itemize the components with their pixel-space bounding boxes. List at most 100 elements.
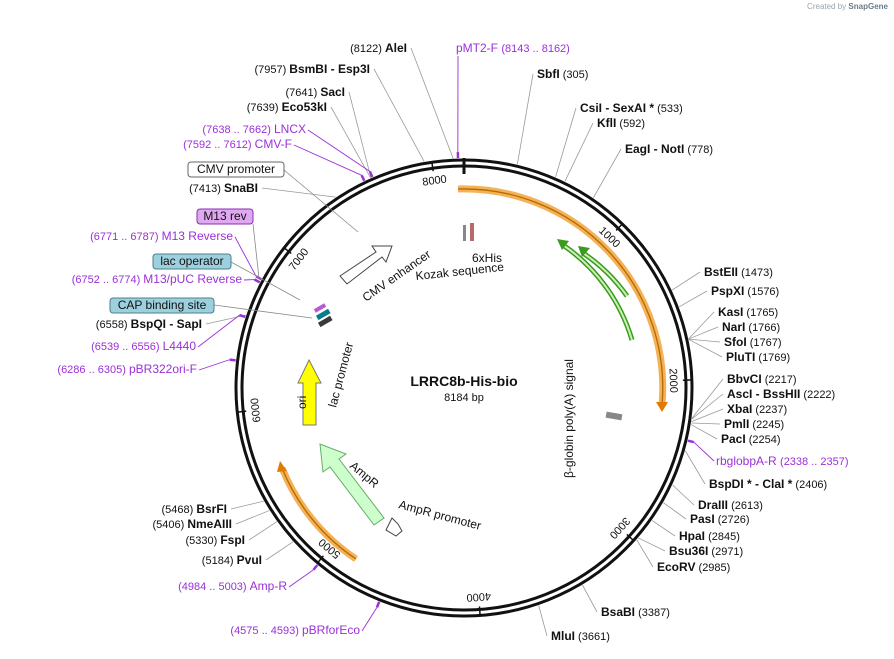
scale-tick-6000 <box>236 410 247 413</box>
enzyme-leader-line <box>265 541 294 561</box>
ampr-arrow <box>319 443 385 526</box>
enzyme-leader-line <box>684 450 706 485</box>
primer-leader-line <box>288 569 314 588</box>
primer-label: (7638 .. 7662) LNCX <box>202 122 306 136</box>
primer-range: (6752 .. 6774) <box>72 274 144 286</box>
enzyme-position: (305) <box>560 69 589 81</box>
enzyme-label: PluTI (1769) <box>726 350 790 364</box>
enzyme-leader-line <box>235 510 270 525</box>
feature-label-ampr-promoter: AmpR promoter <box>397 497 482 532</box>
enzyme-position: (5468) <box>161 504 196 516</box>
enzyme-label: SbfI (305) <box>537 67 588 81</box>
enzyme-position: (533) <box>654 103 683 115</box>
enzyme-leader-line <box>593 148 622 199</box>
scale-tick-8000 <box>431 161 434 172</box>
primer-leader-line <box>293 144 362 176</box>
box-leader-line <box>213 304 313 319</box>
enzyme-position: (6558) <box>96 319 131 331</box>
enzyme-name: NarI <box>722 320 745 334</box>
enzyme-label: PspXI (1576) <box>711 284 779 298</box>
enzyme-name: CsiI - SexAI * <box>580 101 654 115</box>
enzyme-label: PasI (2726) <box>690 512 750 526</box>
primer-site-mark <box>312 564 319 571</box>
snapgene-logo: SnapGene <box>848 2 888 11</box>
his-tag-marker <box>470 223 474 241</box>
enzyme-leader-line <box>672 484 695 506</box>
enzyme-position: (1766) <box>745 322 780 334</box>
box-m13-rev <box>196 208 254 225</box>
box-lac-operator <box>152 253 232 270</box>
cds-arrowhead <box>656 402 668 412</box>
scale-label-8000: 8000 <box>422 173 448 188</box>
primer-site-mark <box>360 174 366 182</box>
scale-tick-5000 <box>316 555 324 565</box>
feature-label-lac-promoter: lac promoter <box>325 341 356 409</box>
scale-tick-7000 <box>282 246 292 255</box>
enzyme-leader-line <box>651 520 676 537</box>
enzyme-label: (8122) AleI <box>350 41 407 55</box>
enzyme-position: (1576) <box>744 286 779 298</box>
primer-range: (2338 .. 2357) <box>780 456 849 468</box>
enzyme-name: XbaI <box>727 402 752 416</box>
enzyme-leader-line <box>348 91 372 178</box>
enzyme-position: (7957) <box>254 64 289 76</box>
enzyme-leader-line <box>261 187 336 198</box>
primer-range: (6539 .. 6556) <box>91 341 163 353</box>
enzyme-leader-line <box>410 47 454 159</box>
enzyme-name: PasI <box>690 512 715 526</box>
primer-leader-line <box>234 236 257 277</box>
primer-label: pMT2-F (8143 .. 8162) <box>456 41 570 55</box>
enzyme-name: PluTI <box>726 350 755 364</box>
leader-lines <box>197 47 724 637</box>
enzyme-position: (2245) <box>749 419 784 431</box>
enzyme-name: PspXI <box>711 284 744 298</box>
enzyme-name: SacI <box>320 85 345 99</box>
box-cap-binding-label: CAP binding site <box>118 298 207 312</box>
enzyme-leader-line <box>678 290 708 308</box>
enzyme-name: BsaBI <box>601 605 635 619</box>
feature-label-ori: ori <box>295 396 309 409</box>
enzyme-label: (7639) Eco53kI <box>247 100 327 114</box>
feature-label-6xhis: 6xHis <box>472 251 502 265</box>
enzyme-name: BstEII <box>704 265 738 279</box>
primer-name: pBR322ori-F <box>129 362 197 376</box>
box-leader-line <box>230 261 301 301</box>
primer-site-mark <box>375 601 381 608</box>
enzyme-leader-line <box>688 311 715 340</box>
box-m13-rev-label: M13 rev <box>203 209 246 223</box>
enzyme-name: BsmBI - Esp3I <box>289 62 370 76</box>
enzyme-name: PvuI <box>237 553 262 567</box>
primer-site-mark <box>239 313 246 319</box>
enzyme-position: (592) <box>616 118 645 130</box>
primer-name: pMT2-F <box>456 41 501 55</box>
green-arc-2-core <box>562 244 633 341</box>
enzyme-leader-line <box>230 500 264 510</box>
created-by-credit: Created by SnapGene <box>807 2 888 11</box>
enzyme-label: (7641) SacI <box>285 85 345 99</box>
box-leader-line <box>252 223 260 279</box>
enzyme-label: (5468) BsrFI <box>161 502 227 516</box>
primer-range: (6286 .. 6305) <box>57 364 129 376</box>
primer-range: (7592 .. 7612) <box>183 139 255 151</box>
lac-operator-block <box>317 315 333 328</box>
primer-leader-line <box>693 441 715 462</box>
ampr-orange-arc-core <box>281 467 357 560</box>
primer-leader-line <box>361 607 378 632</box>
enzyme-position: (7641) <box>285 87 320 99</box>
scale-tick-3000 <box>626 533 635 542</box>
primer-name: L4440 <box>163 339 197 353</box>
enzyme-label: BstEII (1473) <box>704 265 773 279</box>
enzyme-label: EagI - NotI (778) <box>625 142 713 156</box>
enzyme-label: (7413) SnaBI <box>189 181 258 195</box>
enzyme-leader-line <box>516 73 534 165</box>
enzyme-label: XbaI (2237) <box>727 402 787 416</box>
enzyme-position: (2971) <box>708 546 743 558</box>
enzyme-label: (7957) BsmBI - Esp3I <box>254 62 370 76</box>
enzyme-name: EagI - NotI <box>625 142 684 156</box>
lac-promoter-block <box>313 303 327 313</box>
primer-site-mark <box>687 439 695 444</box>
enzyme-leader-line <box>691 408 724 422</box>
plasmid-name: LRRC8b-His-bio <box>410 373 517 389</box>
green-arc-1-head <box>578 246 590 257</box>
